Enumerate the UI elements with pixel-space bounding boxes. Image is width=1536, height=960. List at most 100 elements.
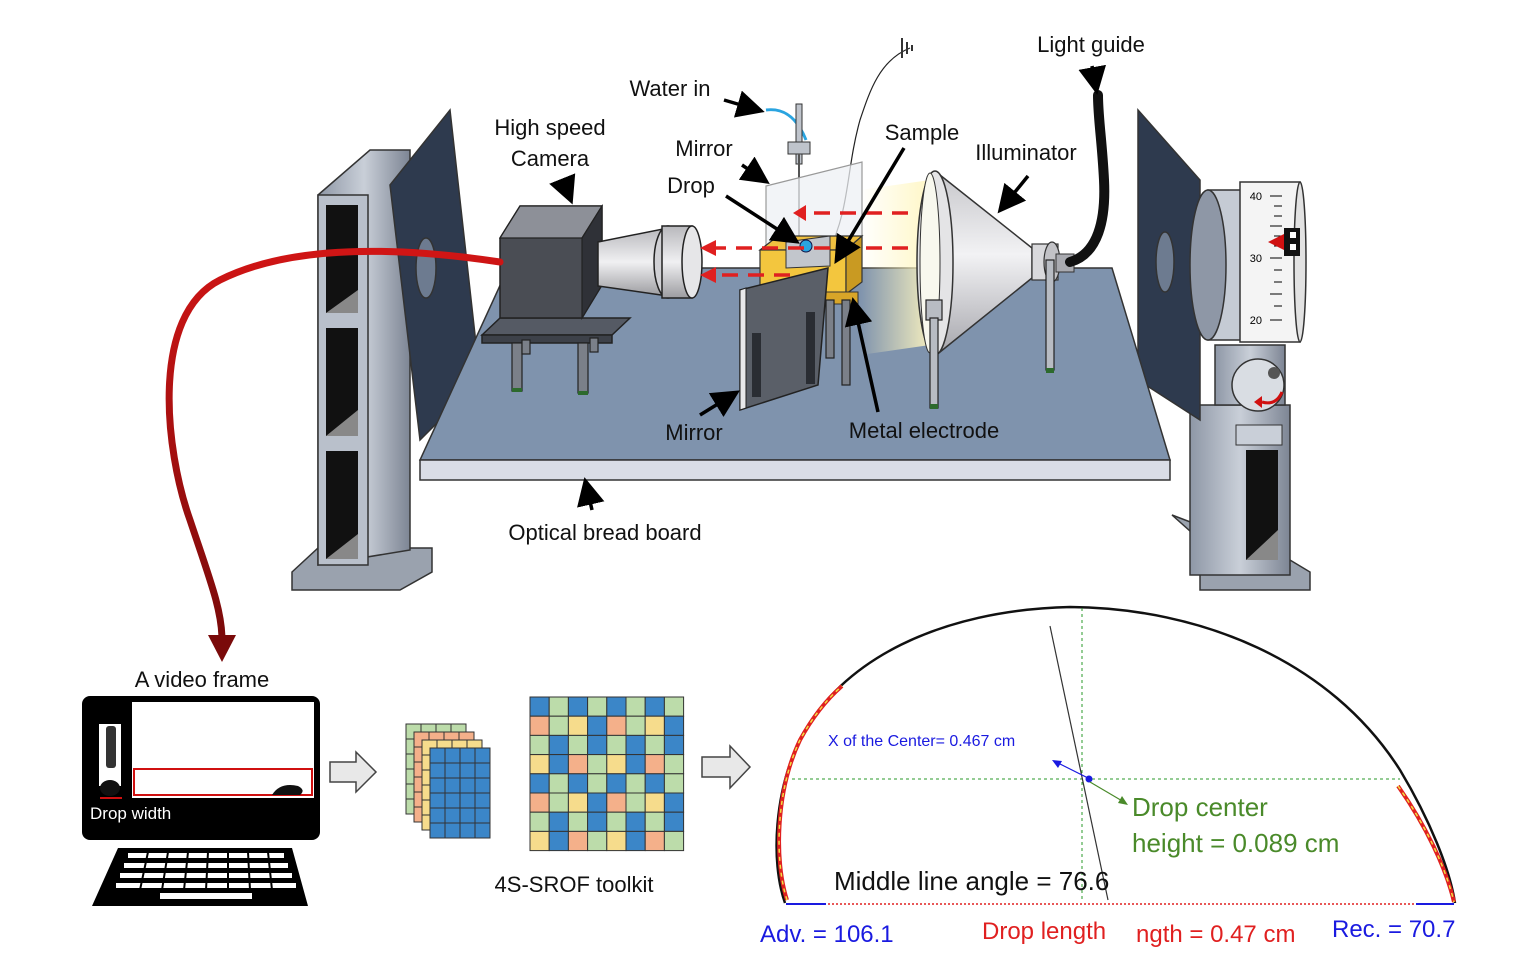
label-toolkit: 4S-SROF toolkit — [495, 872, 654, 897]
receding-angle-readout: Rec. = 70.7 — [1332, 916, 1455, 943]
grid-cell — [548, 696, 569, 717]
grid-cell — [625, 830, 646, 852]
stack-cell — [459, 762, 476, 779]
grid-cell — [606, 811, 627, 832]
dial-tick-30: 30 — [1250, 253, 1262, 265]
stack-cell — [429, 792, 446, 809]
label-metal-electrode: Metal electrode — [849, 418, 999, 443]
grid-cell — [606, 734, 627, 756]
grid-cell — [567, 696, 589, 717]
grid-cell — [587, 773, 608, 794]
grid-cell — [644, 811, 665, 832]
grid-cell — [663, 830, 685, 852]
label-video-frame: A video frame — [135, 667, 270, 692]
grid-cell — [529, 811, 550, 832]
stack-cell — [474, 747, 491, 764]
grid-cell — [587, 696, 608, 717]
label-sample: Sample — [885, 120, 960, 145]
grid-cell — [587, 830, 608, 852]
drop-center-readout-line2: height = 0.089 cm — [1132, 828, 1339, 858]
grid-cell — [548, 734, 569, 756]
grid-cell — [529, 754, 550, 775]
grid-cell — [663, 696, 685, 717]
grid-cell — [529, 792, 550, 813]
label-light-guide: Light guide — [1037, 32, 1145, 57]
advancing-fit-curve — [777, 684, 844, 901]
grid-cell — [606, 715, 627, 736]
cable-arrow-icon — [208, 635, 236, 662]
grid-cell — [529, 715, 550, 736]
receding-fit-curve — [1396, 784, 1456, 903]
grid-cell — [567, 830, 589, 852]
stack-cell — [474, 822, 491, 839]
drop-length-readout-a: Drop length — [982, 918, 1106, 945]
grid-cell — [625, 792, 646, 813]
grid-cell — [663, 754, 685, 775]
grid-cell — [663, 715, 685, 736]
stack-cell — [444, 822, 461, 839]
grid-cell — [663, 811, 685, 832]
stack-cell — [444, 747, 461, 764]
middle-line-angle-readout: Middle line angle = 76.6 — [834, 866, 1109, 896]
grid-cell — [587, 734, 608, 756]
grid-cell — [644, 734, 665, 756]
grid-cell — [663, 734, 685, 756]
grid-cell — [663, 773, 685, 794]
grid-cell — [567, 734, 589, 756]
grid-cell — [548, 792, 569, 813]
grid-cell — [548, 773, 569, 794]
stack-cell — [429, 777, 446, 794]
stack-cell — [444, 807, 461, 824]
grid-cell — [625, 773, 646, 794]
stack-cell — [444, 762, 461, 779]
grid-cell — [606, 754, 627, 775]
grid-cell — [567, 754, 589, 775]
process-arrow-icon-1 — [329, 750, 378, 794]
label-illuminator: Illuminator — [975, 140, 1076, 165]
grid-cell — [587, 811, 608, 832]
grid-cell — [529, 696, 550, 717]
label-drop-width: Drop width — [90, 804, 171, 823]
stack-cell — [474, 777, 491, 794]
grid-cell — [644, 715, 665, 736]
x-center-readout: X of the Center= 0.467 cm — [828, 733, 1015, 750]
stack-cell — [444, 777, 461, 794]
dial-tick-20: 20 — [1250, 315, 1262, 327]
stack-cell — [459, 792, 476, 809]
pointer-arrows — [549, 64, 1107, 511]
high-speed-camera — [480, 203, 703, 395]
grid-cell — [587, 792, 608, 813]
grid-cell — [548, 754, 569, 775]
grid-cell — [606, 830, 627, 852]
dial-pointer-icon — [1268, 234, 1284, 250]
grid-cell — [644, 754, 665, 775]
advancing-angle-readout: Adv. = 106.1 — [760, 921, 894, 948]
grid-cell — [625, 734, 646, 756]
grid-cell — [644, 696, 665, 717]
grid-cell — [644, 773, 665, 794]
process-arrow-icon-2 — [701, 744, 752, 790]
camera-cable — [165, 247, 504, 644]
label-optical-bread-board: Optical bread board — [508, 520, 701, 545]
grid-cell — [567, 715, 589, 736]
ground-icon — [901, 38, 913, 58]
laptop: A video frame Drop width — [82, 667, 320, 906]
grid-cell — [548, 811, 569, 832]
grid-cell — [625, 715, 646, 736]
stack-cell — [429, 747, 446, 764]
drop-center-point — [1085, 775, 1093, 783]
stack-cell — [459, 822, 476, 839]
drop-profile-curve — [775, 605, 1457, 904]
grid-cell — [625, 754, 646, 775]
grid-cell — [587, 715, 608, 736]
drop-analysis: X of the Center= 0.467 cm Drop center he… — [760, 605, 1457, 948]
stack-cell — [459, 777, 476, 794]
grid-cell — [567, 792, 589, 813]
illuminator — [916, 90, 1110, 409]
label-water-in: Water in — [629, 76, 710, 101]
left-stand — [291, 108, 481, 591]
stack-cell — [459, 807, 476, 824]
label-camera: Camera — [511, 146, 590, 171]
stack-cell — [474, 762, 491, 779]
